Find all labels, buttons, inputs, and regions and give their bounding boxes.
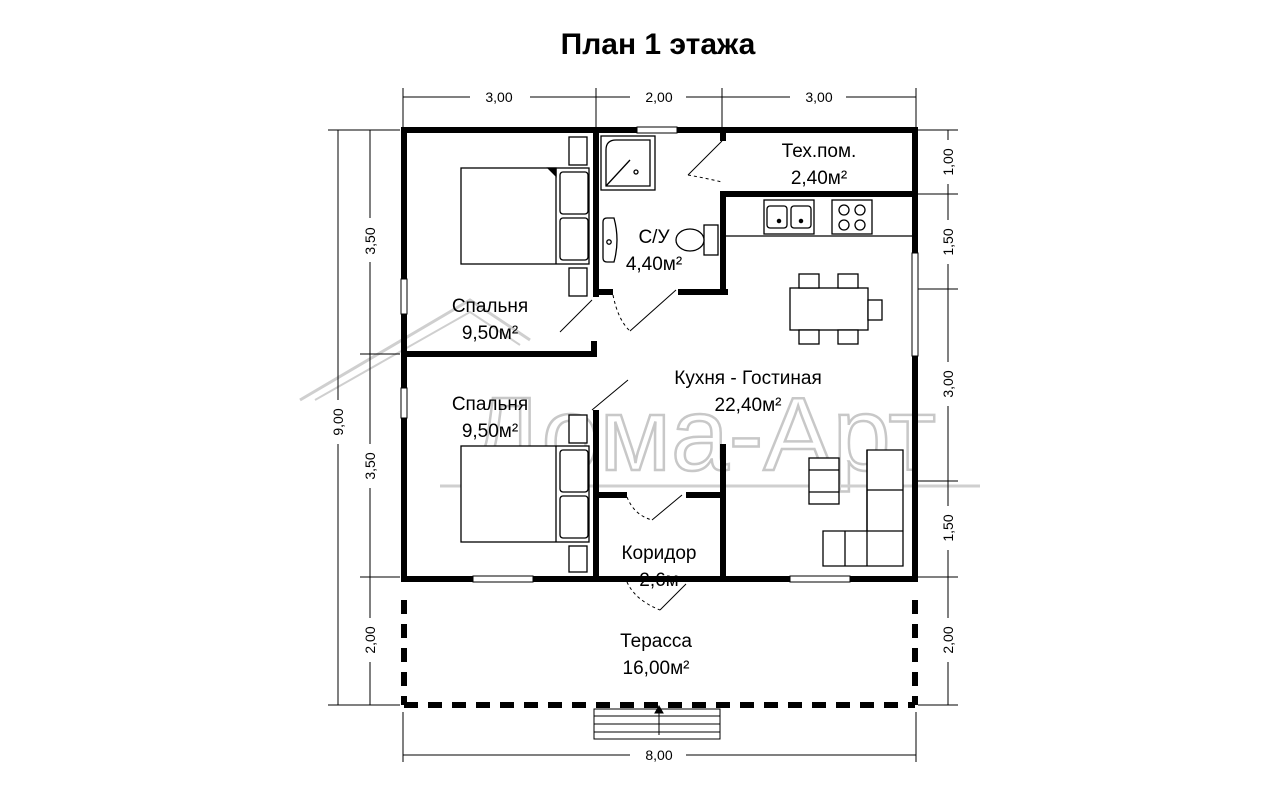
room-area-tech: 2,40м² [791,168,847,189]
room-area-kitchen-living: 22,40м² [715,395,782,416]
room-name-corridor: Коридор [621,543,696,564]
kitchen-sink [763,199,815,235]
nightstand [568,414,588,444]
room-area-bathroom: 4,40м² [626,254,682,275]
terrace-outline [401,600,918,708]
nightstand [568,136,588,166]
walls [401,127,918,582]
room-name-tech: Тех.пом. [782,141,857,162]
dimension-labels: 3,00 2,00 3,00 8,00 9,00 3,50 3,50 2,00 … [329,88,957,764]
room-area-corridor: 2,6м [639,570,678,591]
dim-right-4: 1,50 [940,514,956,541]
dim-right-3: 3,00 [940,370,956,397]
shower [600,135,656,191]
windows [400,126,919,583]
page-title: План 1 этажа [561,28,756,61]
dim-left-2: 3,50 [362,452,378,479]
dim-left-total: 9,00 [330,408,346,435]
nightstand [568,545,588,573]
room-name-kitchen-living: Кухня - Гостиная [674,368,821,389]
dim-right-1: 1,00 [940,148,956,175]
bed-bottom [460,445,590,543]
dim-bottom: 8,00 [645,747,672,763]
dim-left-3: 2,00 [362,626,378,653]
room-name-terrace: Терасса [620,631,692,652]
dim-right-2: 1,50 [940,228,956,255]
room-name-bathroom: С/У [638,227,670,248]
dining-table [789,273,883,345]
toilet [675,224,719,256]
coffee-table [808,457,840,505]
furniture [460,135,912,573]
room-area-bedroom-top: 9,50м² [462,323,518,344]
entrance-steps [593,704,721,740]
nightstand [568,267,588,297]
doors [559,140,723,611]
sofa [822,449,904,567]
room-name-bedroom-top: Спальня [452,296,528,317]
room-area-bedroom-bottom: 9,50м² [462,421,518,442]
dim-left-1: 3,50 [362,227,378,254]
dim-top-2: 2,00 [645,89,672,105]
room-labels: Спальня 9,50м² Спальня 9,50м² С/У 4,40м²… [452,141,857,679]
dim-top-1: 3,00 [485,89,512,105]
bathroom-sink [602,217,618,263]
stove [831,199,873,235]
dim-top-3: 3,00 [805,89,832,105]
bed-top [460,167,590,265]
room-area-terrace: 16,00м² [623,658,690,679]
dim-right-5: 2,00 [940,626,956,653]
room-name-bedroom-bottom: Спальня [452,394,528,415]
